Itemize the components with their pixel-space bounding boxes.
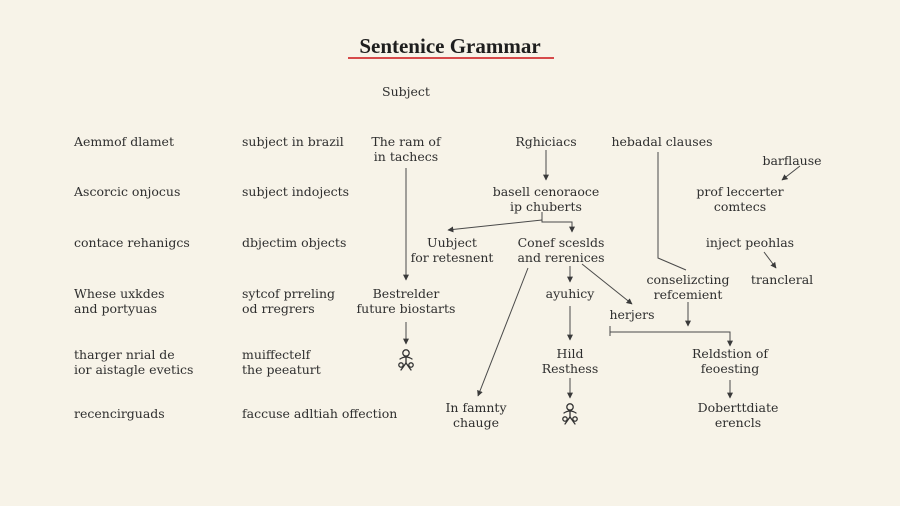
middle-label-6: faccuse adltiah offection bbox=[242, 406, 398, 421]
arrow-inject-to-trancleral bbox=[763, 251, 777, 269]
node-hild: Hild Resthess bbox=[541, 346, 599, 376]
node-barflause: barflause bbox=[762, 153, 822, 168]
middle-label-2: subject indojects bbox=[242, 184, 350, 199]
diagram-title: Sentenice Grammar bbox=[359, 34, 541, 58]
rail-to-reldstion bbox=[610, 331, 733, 347]
node-hebadal: hebadal clauses bbox=[611, 134, 713, 149]
left-label-5: tharger nrial de ior aistagle evetics bbox=[74, 347, 194, 377]
node-subject: Subject bbox=[382, 84, 430, 99]
node-compl: conselizcting refcemient bbox=[646, 272, 730, 302]
node-basell: basell cenoraoce ip chuberts bbox=[492, 184, 600, 214]
node-bestr: Bestrelder future biostarts bbox=[356, 286, 456, 316]
node-rghiciacs: Rghiciacs bbox=[515, 134, 577, 149]
title-underline bbox=[348, 57, 554, 59]
middle-label-3: dbjectim objects bbox=[242, 235, 347, 250]
left-label-4: Whese uxkdes and portyuas bbox=[74, 286, 165, 316]
node-ram: The ram of in tachecs bbox=[371, 134, 441, 164]
node-prof: prof leccerter comtecs bbox=[696, 184, 784, 214]
arrow-barflause-to-prof bbox=[781, 165, 801, 181]
line-hebadal-to-compl bbox=[657, 152, 687, 271]
middle-label-5: muiffectelf the peeaturt bbox=[242, 347, 321, 377]
node-uubject: Uubject for retesnent bbox=[410, 235, 494, 265]
person-figure-icon bbox=[398, 349, 414, 371]
node-conef: Conef sceslds and rerenices bbox=[517, 235, 605, 265]
left-label-1: Aemmof dlamet bbox=[74, 134, 174, 149]
node-trancleral: trancleral bbox=[750, 272, 814, 287]
arrow-conef-to-infamnty bbox=[477, 267, 529, 397]
middle-label-4: sytcof prreling od rregrers bbox=[242, 286, 336, 316]
node-herjers: herjers bbox=[609, 307, 655, 322]
branch-basell bbox=[541, 212, 575, 233]
left-label-2: Ascorcic onjocus bbox=[74, 184, 181, 199]
node-reldstion: Reldstion of feoesting bbox=[692, 346, 768, 376]
node-infamnty: In famnty chauge bbox=[445, 400, 507, 430]
arrow-basell-to-uubject bbox=[447, 219, 543, 233]
left-label-3: contace rehanigcs bbox=[74, 235, 190, 250]
left-label-6: recencirguads bbox=[74, 406, 165, 421]
node-ayuhicy: ayuhicy bbox=[545, 286, 595, 301]
node-inject: inject peohlas bbox=[705, 235, 795, 250]
middle-label-1: subject in brazil bbox=[242, 134, 344, 149]
node-dobert: Doberttdiate erencls bbox=[697, 400, 779, 430]
arrow-conef-to-herjers bbox=[581, 263, 633, 305]
person-figure-icon bbox=[562, 403, 578, 425]
